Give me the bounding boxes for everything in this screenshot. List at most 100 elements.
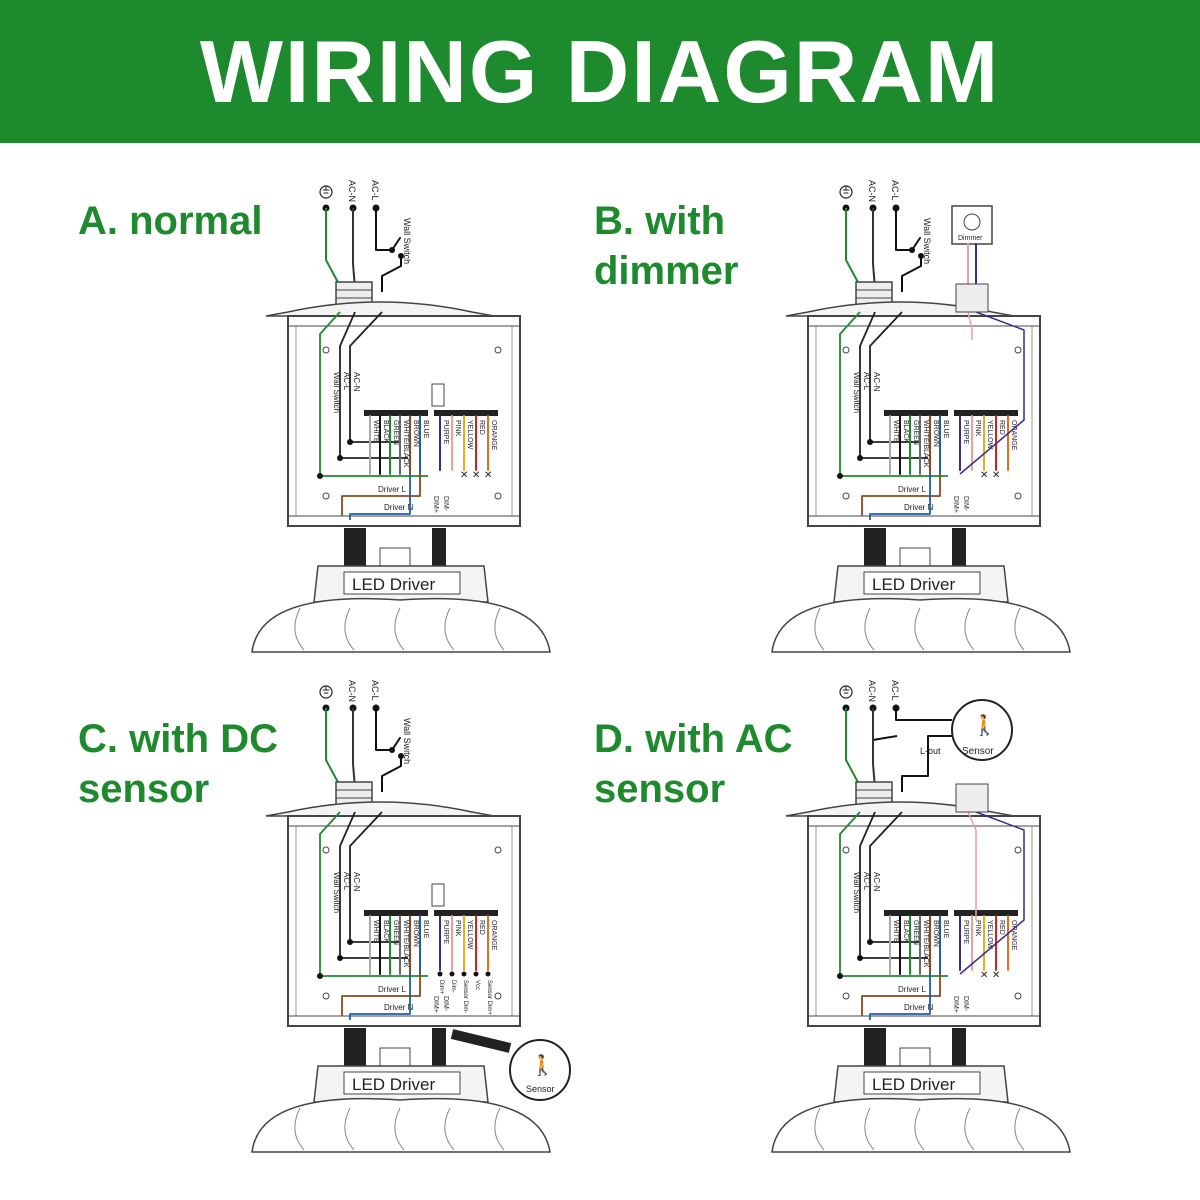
wire-label-1: BLACK (382, 420, 389, 443)
screw-icon (1014, 346, 1022, 354)
junction-dot (867, 939, 873, 945)
reflector-rib (814, 607, 825, 651)
sensor-terminal-label-1: Dim- (450, 980, 456, 993)
driver-n-label: Driver N (904, 503, 934, 512)
internal-earth-wire (839, 811, 948, 977)
wire-label-4: BROWN (932, 920, 939, 947)
sensor-terminal-dot (485, 971, 491, 977)
led-driver-label: LED Driver (872, 575, 955, 594)
wire-label-0: WHITE (372, 920, 379, 943)
box-ac-l-label: AC-L (862, 872, 871, 891)
driver-n-wire (869, 974, 931, 1020)
ac-n-terminal-label: AC-N (867, 680, 877, 702)
junction-dot (347, 439, 353, 445)
section-b-title: B. with dimmer (594, 196, 739, 296)
internal-earth-wire (319, 811, 428, 977)
driver-stem-right (952, 1028, 966, 1066)
wire-label-right-0: PURPE (442, 920, 449, 944)
driver-l-label: Driver L (378, 485, 407, 494)
sensor-terminal-dot (461, 971, 467, 977)
earth-wire (845, 708, 861, 787)
driver-l-label: Driver L (898, 485, 927, 494)
ac-l-terminal-label: AC-L (890, 180, 900, 201)
junction-dot (837, 973, 843, 979)
junction-dot (389, 247, 395, 253)
sensor-terminal-label-4: Sensor Dim+ (486, 980, 492, 1015)
reflector-rib (494, 607, 505, 651)
led-driver-label: LED Driver (352, 1075, 435, 1094)
ac-l-terminal-label: AC-L (370, 680, 380, 701)
screw-icon (322, 492, 330, 500)
screw-icon (842, 992, 850, 1000)
unused-wire-cap-icon: ✕ (980, 470, 988, 481)
unused-wire-cap-icon: ✕ (472, 470, 480, 481)
l-out-wire (901, 735, 952, 792)
dim-plus-label: DIM+ (952, 996, 959, 1013)
junction-dot (337, 955, 343, 961)
sensor-label: Sensor (526, 1084, 555, 1094)
box-ac-l-label: AC-L (342, 372, 351, 391)
lamp-reflector (771, 597, 1071, 653)
sensor-body (951, 699, 1013, 761)
driver-n-wire (349, 474, 411, 520)
internal-earth-wire (319, 311, 428, 477)
wire-label-4: BROWN (932, 420, 939, 447)
enclosure-lid (265, 801, 495, 817)
junction-dot (317, 473, 323, 479)
driver-stem-cap (899, 1047, 931, 1067)
screw-icon (322, 846, 330, 854)
driver-n-label: Driver N (904, 1003, 934, 1012)
wire-label-3: WHITE/BLACK (922, 920, 929, 968)
earth-wire (845, 208, 861, 287)
screw-icon (1014, 992, 1022, 1000)
unused-wire-cap-icon: ✕ (460, 470, 468, 481)
sensor-gland (955, 783, 989, 813)
driver-l-label: Driver L (378, 985, 407, 994)
reflector-rib (864, 607, 875, 651)
driver-n-label: Driver N (384, 503, 414, 512)
wire-label-5: BLUE (422, 420, 429, 439)
dim-plus-label: DIM+ (952, 496, 959, 513)
dimmer-gland (955, 283, 989, 313)
section-d-title-line1: D. with AC (594, 717, 793, 761)
wall-switch-wire (375, 708, 392, 751)
box-wall-switch-label: Wall Switch (332, 372, 341, 413)
terminal-block-left (884, 410, 948, 416)
wire-label-right-2: YELLOW (466, 420, 473, 450)
neutral-wire (352, 708, 356, 789)
junction-dot (857, 455, 863, 461)
wall-switch-label: Wall Switch (402, 218, 412, 264)
reflector-rib (394, 1107, 405, 1151)
enclosure-lid (265, 301, 495, 317)
wall-switch-wire (895, 208, 912, 251)
reflector-rib (914, 607, 925, 651)
screw-icon (494, 346, 502, 354)
driver-stem-right (432, 528, 446, 566)
screw-icon (1014, 846, 1022, 854)
reflector-rib (444, 607, 455, 651)
box-wall-switch-label: Wall Switch (852, 872, 861, 913)
earth-wire (325, 208, 341, 287)
led-driver-label-box (343, 571, 461, 595)
screw-icon (322, 346, 330, 354)
wire-label-right-4: ORANGE (1010, 420, 1017, 451)
wire-label-0: WHITE (372, 420, 379, 443)
wire-label-right-0: PURPE (442, 420, 449, 444)
l-out-label: L-out (920, 746, 941, 756)
wire-label-1: BLACK (902, 920, 909, 943)
ac-n-terminal-label: AC-N (347, 180, 357, 202)
dim-plus-label: DIM+ (432, 496, 439, 513)
wire-label-2: GREEN (912, 420, 919, 445)
wire-label-right-3: RED (478, 420, 485, 435)
section-c-title: C. with DC sensor (78, 714, 278, 814)
terminal-block-left (364, 410, 428, 416)
wall-switch-label: Wall Switch (402, 718, 412, 764)
dim-plus-label: DIM+ (432, 996, 439, 1013)
